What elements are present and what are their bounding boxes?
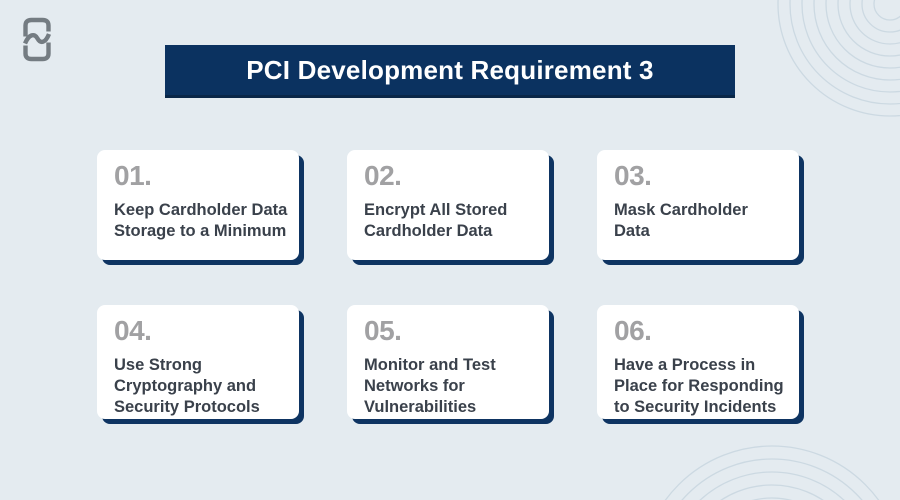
card-number: 05. [364, 315, 402, 346]
card-title: Have a Process in Place for Responding t… [614, 356, 784, 416]
card-title: Monitor and Test Networks for Vulnerabil… [364, 356, 496, 416]
card-title: Mask Cardholder Data [614, 201, 748, 240]
card-number: 03. [614, 160, 652, 191]
requirement-card-6: 06. Have a Process in Place for Respondi… [597, 305, 799, 419]
card-number: 04. [114, 315, 152, 346]
card-number: 01. [114, 160, 152, 191]
rings-top-right [777, 0, 900, 117]
card-title: Keep Cardholder Data Storage to a Minimu… [114, 201, 288, 240]
rings-bottom-right [664, 445, 880, 500]
requirement-card-2: 02. Encrypt All Stored Cardholder Data [347, 150, 549, 260]
requirement-card-4: 04. Use Strong Cryptography and Security… [97, 305, 299, 419]
brand-logo-icon [23, 17, 51, 62]
requirement-card-3: 03. Mask Cardholder Data [597, 150, 799, 260]
requirement-card-5: 05. Monitor and Test Networks for Vulner… [347, 305, 549, 419]
card-title: Encrypt All Stored Cardholder Data [364, 201, 508, 240]
title-banner: PCI Development Requirement 3 [165, 45, 735, 95]
card-title: Use Strong Cryptography and Security Pro… [114, 356, 260, 416]
page-title: PCI Development Requirement 3 [246, 54, 654, 85]
card-number: 02. [364, 160, 402, 191]
requirement-card-1: 01. Keep Cardholder Data Storage to a Mi… [97, 150, 299, 260]
card-number: 06. [614, 315, 652, 346]
